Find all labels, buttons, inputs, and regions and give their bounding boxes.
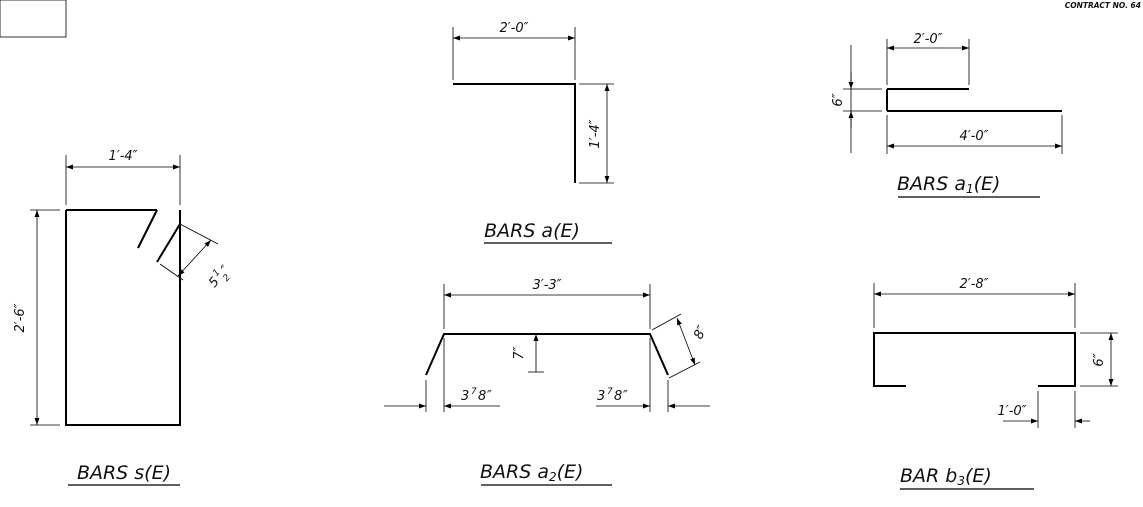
bar-b3-title: BAR b3(E) [900, 465, 992, 488]
diagram-bar-b3: 2′-8″ 6″ 1′-0″ BAR b3(E) [873, 277, 1118, 490]
diagram-bars-a1: 2′-0″ 6″ 4′-0″ BARS a1(E) [831, 32, 1063, 198]
bar-b3-top-label: 2′-8″ [959, 277, 988, 292]
bar-s-shape [65, 210, 181, 426]
bar-s-hook-right [156, 223, 181, 263]
bar-a2-slope-label: 8″ [691, 323, 710, 341]
svg-text:8: 8 [478, 389, 486, 404]
bar-a1-top-label: 2′-0″ [913, 32, 942, 47]
bar-s-hook-left [137, 209, 158, 249]
bar-a1-offset-label: 6″ [831, 93, 846, 106]
bar-a1-title: BARS a1(E) [897, 173, 1000, 196]
bar-a-shape [453, 83, 576, 183]
bar-a2-slope-dim-line [676, 317, 696, 366]
svg-text:″: ″ [487, 389, 492, 404]
bar-a1-bottom-label: 4′-0″ [959, 129, 988, 144]
bar-a2-shape [425, 333, 669, 376]
bar-s-title: BARS s(E) [77, 462, 171, 484]
contract-number: CONTRACT NO. 64 [1065, 1, 1141, 10]
bar-b3-shape [873, 332, 1076, 387]
svg-text:1: 1 [211, 268, 222, 279]
bar-a-title: BARS a(E) [484, 220, 580, 242]
svg-text:8: 8 [614, 389, 622, 404]
bar-s-hook-dim-line [177, 239, 212, 277]
bar-a2-rise-label: 7″ [512, 346, 527, 359]
svg-text:″: ″ [623, 389, 628, 404]
bar-a2-right-label: 3 7 8 ″ [597, 387, 628, 404]
bar-s-hook-label: 5 1 2 ″ [206, 263, 233, 291]
bar-b3-height-label: 6″ [1092, 353, 1107, 366]
svg-text:3: 3 [597, 389, 605, 404]
bar-s-height-label: 2′-6″ [13, 303, 28, 332]
svg-text:3: 3 [461, 389, 469, 404]
bar-a2-top-label: 3′-3″ [532, 278, 561, 293]
bar-a2-left-label: 3 7 8 ″ [461, 387, 492, 404]
diagram-bars-s: 1′-4″ 2′-6″ 5 1 2 ″ BARS s(E) [13, 149, 233, 486]
svg-text:7: 7 [607, 387, 613, 397]
bar-b3-return-label: 1′-0″ [997, 404, 1026, 419]
bar-a-leg-label: 1′-4″ [588, 119, 603, 148]
bar-a-top-label: 2′-0″ [499, 21, 528, 36]
bar-a2-title: BARS a2(E) [480, 461, 583, 484]
title-block-box [0, 0, 67, 38]
bar-s-width-label: 1′-4″ [108, 149, 137, 164]
diagram-bars-a2: 3′-3″ 7″ 8″ 3 7 8 ″ 3 7 8 ″ BARS a2(E) [384, 278, 710, 486]
svg-text:7: 7 [471, 387, 477, 397]
diagram-bars-a: 2′-0″ 1′-4″ BARS a(E) [452, 21, 614, 244]
svg-text:2: 2 [221, 273, 232, 284]
